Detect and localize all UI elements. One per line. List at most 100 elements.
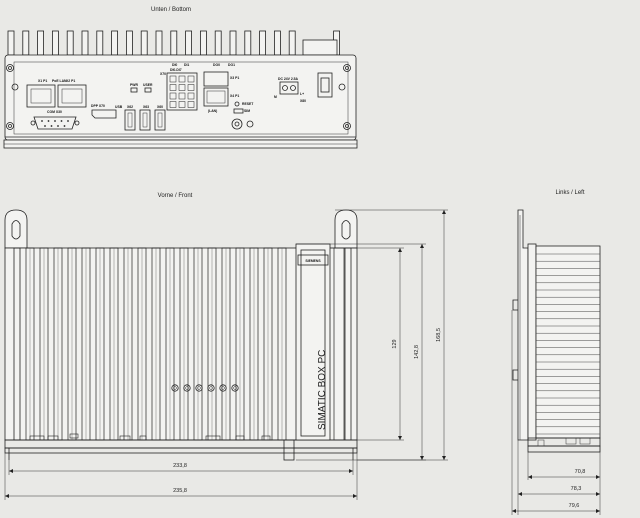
screw-icon — [11, 83, 19, 91]
cooling-fin — [7, 30, 15, 56]
label-do1: DO1 — [228, 63, 235, 67]
brand-plate — [297, 254, 329, 266]
round-connector — [171, 384, 179, 392]
dim-142: 142,8 — [414, 345, 420, 359]
bottom-view: Unten / Bottom X1 P1 PoE LAN X2 P1 COM X… — [3, 7, 358, 149]
sim-slot — [233, 108, 244, 114]
round-connector — [231, 384, 239, 392]
label-x2: X2 P1 — [66, 79, 75, 83]
cooling-fin — [244, 30, 252, 56]
screw-icon — [338, 83, 346, 91]
front-view-cooling-fins — [25, 247, 345, 441]
label-sim: SIM — [244, 109, 250, 113]
label-di1: DI1 — [184, 63, 189, 67]
usb-port-x63 — [139, 109, 151, 131]
reset-button — [234, 101, 240, 107]
screw-icon — [343, 122, 351, 130]
dim-168: 168,5 — [436, 328, 442, 342]
user-led — [144, 87, 152, 93]
round-connector — [183, 384, 191, 392]
cooling-fin — [22, 30, 30, 56]
label-dc: DC 24V 2.5A — [278, 77, 299, 81]
lan-port-x3 — [203, 71, 229, 87]
label-x70: X70 — [160, 72, 166, 76]
label-reset: RESET — [242, 102, 254, 106]
digital-io-connector — [166, 72, 198, 111]
left-view-housing — [535, 245, 601, 439]
cooling-fin — [199, 30, 207, 56]
label-di0: DI0 — [172, 63, 177, 67]
dimension-lines: 129 142,8 168,5 233,8 235,8 70,8 78,3 79… — [4, 209, 601, 515]
power-switch — [317, 72, 333, 98]
pwr-led — [130, 87, 138, 93]
front-view-base — [4, 439, 358, 449]
cooling-fin — [52, 30, 59, 56]
screw-icon — [6, 122, 14, 130]
bottom-view-title: Unten / Bottom — [151, 7, 191, 13]
com-port — [33, 116, 77, 130]
cooling-fin — [155, 30, 163, 56]
label-m: M — [274, 95, 277, 99]
label-usb: USB — [115, 105, 123, 109]
dim-70: 70,8 — [575, 469, 586, 475]
left-view: Links / Left — [512, 190, 601, 453]
cooling-fin — [170, 30, 178, 56]
cooling-fin — [96, 30, 104, 56]
front-view: Vorne / Front SIEMENS SIMATIC BOX PC — [4, 193, 358, 461]
screw-icon — [343, 64, 351, 72]
dim-233: 233,8 — [173, 463, 187, 469]
dim-129: 129 — [392, 339, 398, 348]
lan-port-x2 — [57, 84, 87, 108]
label-dpp: DPP X70 — [91, 104, 105, 108]
power-connector — [279, 81, 299, 95]
label-l: L+ — [300, 92, 304, 96]
cooling-fin — [259, 30, 267, 56]
label-poe-lan: PoE LAN — [52, 79, 67, 83]
lan-port-x4 — [203, 87, 229, 107]
cooling-fin — [273, 30, 281, 56]
cooling-fin — [214, 30, 222, 56]
label-lan: (LAN) — [208, 109, 217, 113]
label-x60: X60 — [157, 105, 163, 109]
bottom-view-inner-frame — [13, 61, 349, 135]
cooling-fin — [37, 30, 44, 56]
label-pwr: PWR — [130, 83, 138, 87]
label-x4: X4 P1 — [230, 94, 239, 98]
round-connector — [207, 384, 215, 392]
label-user: USER — [143, 83, 153, 87]
left-view-bracket — [517, 209, 529, 441]
cooling-fin — [288, 30, 296, 56]
brand-label: SIEMENS — [305, 259, 321, 263]
screw-icon — [6, 64, 14, 72]
bottom-view-cooling-fins — [7, 30, 341, 56]
cooling-fin — [81, 30, 89, 56]
usb-port-x62 — [124, 109, 136, 131]
cooling-fin — [185, 30, 193, 56]
dim-235: 235,8 — [173, 488, 187, 494]
label-com: COM X30 — [47, 110, 62, 114]
ground-terminal — [231, 118, 243, 130]
label-x1: X1 P1 — [38, 79, 47, 83]
label-x80: X80 — [300, 99, 306, 103]
front-panel-module — [295, 243, 331, 441]
label-x3: X3 P1 — [230, 76, 239, 80]
round-connector — [219, 384, 227, 392]
cooling-fin — [111, 30, 118, 56]
right-mount-bracket — [334, 209, 358, 249]
cooling-fin — [229, 30, 237, 56]
left-mount-bracket — [4, 209, 28, 249]
usb-port-x60 — [154, 109, 166, 131]
dim-79: 79,6 — [569, 503, 580, 509]
label-dio: DI0-DI7 — [170, 68, 182, 72]
ground-icon — [246, 120, 254, 128]
left-view-title: Links / Left — [555, 190, 584, 196]
label-x63: X63 — [143, 105, 149, 109]
label-x62: X62 — [127, 105, 133, 109]
product-label: SIMATIC BOX PC — [317, 350, 328, 430]
front-view-title: Vorne / Front — [158, 193, 193, 199]
label-do0: DO0 — [213, 63, 220, 67]
displayport — [91, 109, 117, 119]
lan-port-x1 — [26, 84, 56, 108]
cooling-fin — [66, 30, 74, 56]
